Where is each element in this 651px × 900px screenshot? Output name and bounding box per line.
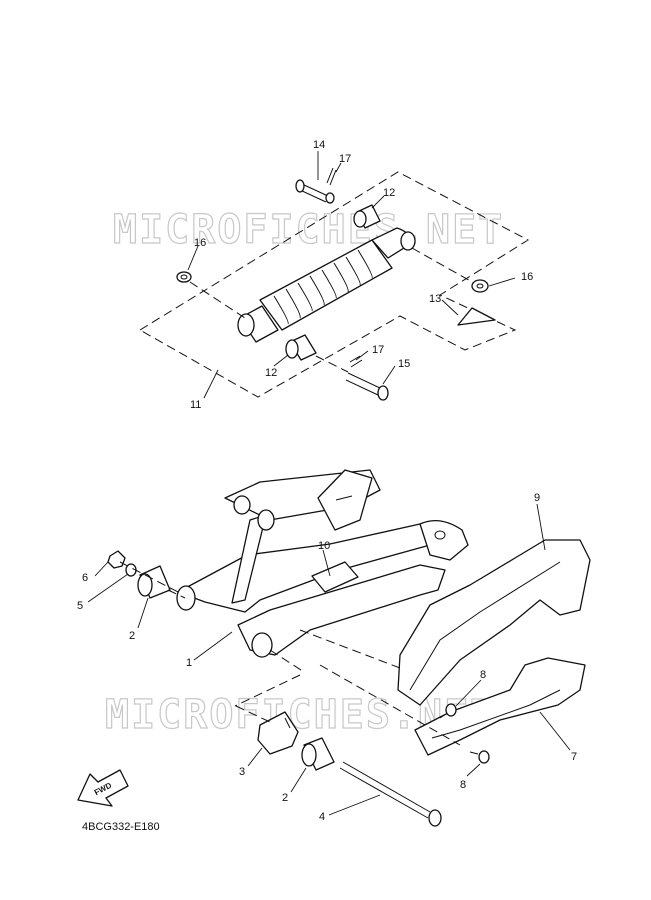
cotter-pin-17-lower bbox=[349, 355, 363, 368]
callout-8-upper: 8 bbox=[480, 669, 486, 681]
collar-12-upper bbox=[353, 204, 381, 229]
chain-cover-9 bbox=[397, 539, 591, 706]
cotter-pin-17-upper bbox=[326, 167, 337, 186]
callout-8-lower: 8 bbox=[460, 779, 466, 791]
watermark-top: MICROFICHES.NET bbox=[113, 207, 504, 253]
callout-6: 6 bbox=[82, 572, 88, 584]
callout-10: 10 bbox=[318, 540, 330, 552]
leader-lines bbox=[87, 151, 571, 816]
bushing-2-upper bbox=[137, 565, 171, 599]
shock-assembly-outline bbox=[139, 171, 530, 398]
callout-15: 15 bbox=[398, 358, 410, 370]
callout-2-upper: 2 bbox=[129, 630, 135, 642]
callout-16-right: 16 bbox=[521, 271, 533, 283]
shock-lower-body bbox=[237, 305, 279, 343]
washer-16-right bbox=[471, 279, 489, 293]
callout-12-lower: 12 bbox=[265, 367, 277, 379]
bracket-3 bbox=[257, 711, 299, 755]
washer-16-left bbox=[176, 271, 192, 283]
callout-3: 3 bbox=[239, 766, 245, 778]
swingarm-1 bbox=[176, 469, 469, 658]
assembly-relation-lines bbox=[119, 561, 461, 746]
callout-labels: 14 17 12 16 16 13 17 15 12 11 9 10 6 5 2… bbox=[77, 139, 577, 823]
screw-8-lower bbox=[469, 750, 490, 764]
callout-9: 9 bbox=[534, 492, 540, 504]
screw-8-upper bbox=[439, 703, 457, 719]
bolt-15 bbox=[345, 372, 389, 401]
shock-spring bbox=[259, 239, 393, 331]
callout-11: 11 bbox=[190, 399, 201, 411]
callout-13: 13 bbox=[429, 293, 441, 305]
callout-12-upper: 12 bbox=[383, 187, 395, 199]
callout-17-upper: 17 bbox=[339, 153, 351, 165]
collar-12-lower bbox=[285, 334, 317, 361]
callout-7: 7 bbox=[571, 751, 577, 763]
callout-17-lower: 17 bbox=[372, 344, 384, 356]
bolt-14 bbox=[295, 179, 335, 204]
shock-upper-eye bbox=[371, 227, 416, 259]
callout-1: 1 bbox=[186, 657, 192, 669]
diagram-code: 4BCG332-E180 bbox=[82, 821, 160, 833]
forward-direction-icon: FWD bbox=[77, 769, 129, 807]
label-plate-10 bbox=[311, 561, 359, 593]
callout-4: 4 bbox=[319, 811, 325, 823]
pivot-shaft-4 bbox=[339, 761, 442, 827]
bushing-2-lower bbox=[301, 737, 335, 771]
clip-13 bbox=[457, 307, 496, 326]
rear-shock-group bbox=[139, 167, 530, 401]
nut-6 bbox=[107, 550, 126, 569]
callout-14: 14 bbox=[313, 139, 325, 151]
callout-5: 5 bbox=[77, 600, 83, 612]
callout-16-left: 16 bbox=[194, 237, 206, 249]
callout-2-lower: 2 bbox=[282, 792, 288, 804]
